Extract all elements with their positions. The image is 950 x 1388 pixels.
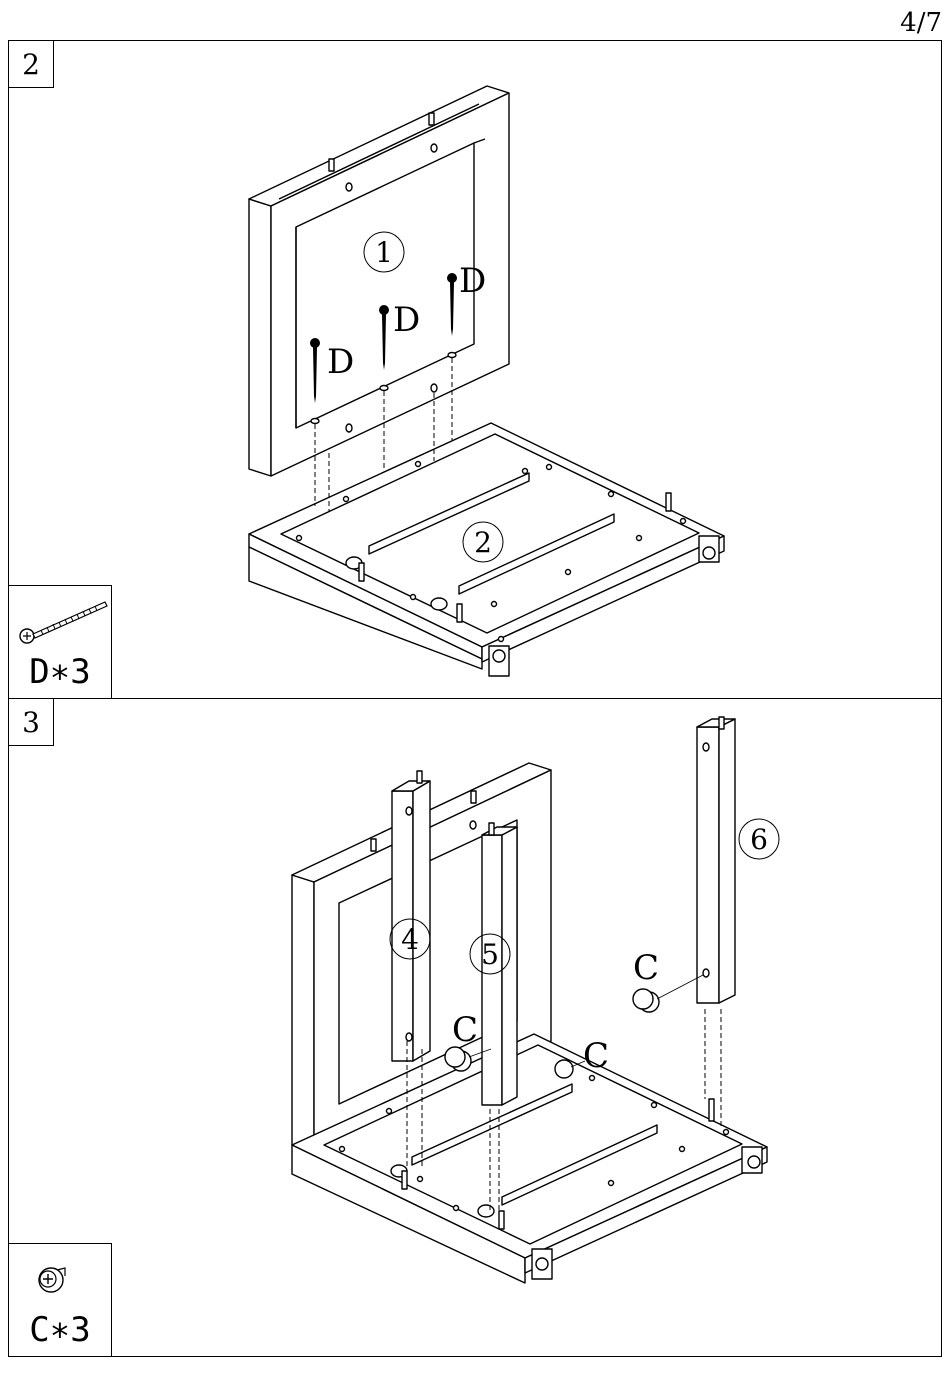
- parts-box-screws: D∗3: [9, 585, 112, 698]
- cam-label-c: C: [452, 1010, 478, 1050]
- cam-label-c: C: [633, 948, 659, 988]
- screw-label-d: D: [459, 261, 486, 301]
- parts-quantity-label: D∗3: [9, 652, 111, 692]
- step-2-panel: 2: [8, 40, 942, 699]
- callout-part-1: 1: [375, 236, 393, 269]
- parts-box-cams: C∗3: [9, 1243, 112, 1356]
- cam-label-c: C: [583, 1036, 609, 1076]
- step-3-illustration: 4 5 6 C C C: [9, 699, 941, 1356]
- panel-front-face: [249, 199, 271, 476]
- callout-part-2: 2: [474, 526, 492, 559]
- screw-label-d: D: [393, 300, 420, 340]
- wood-screw-icon: [9, 590, 109, 650]
- callout-part-5: 5: [481, 938, 499, 971]
- callout-part-6: 6: [750, 823, 768, 856]
- step-3-panel: 3: [8, 698, 942, 1357]
- screw-label-d: D: [327, 342, 354, 382]
- parts-quantity-label: C∗3: [9, 1310, 111, 1350]
- cam-lock-icon: [9, 1250, 109, 1310]
- callout-part-4: 4: [401, 923, 419, 956]
- page-number: 4/7: [900, 8, 942, 38]
- step-2-illustration: 1 2 D D D: [9, 41, 941, 698]
